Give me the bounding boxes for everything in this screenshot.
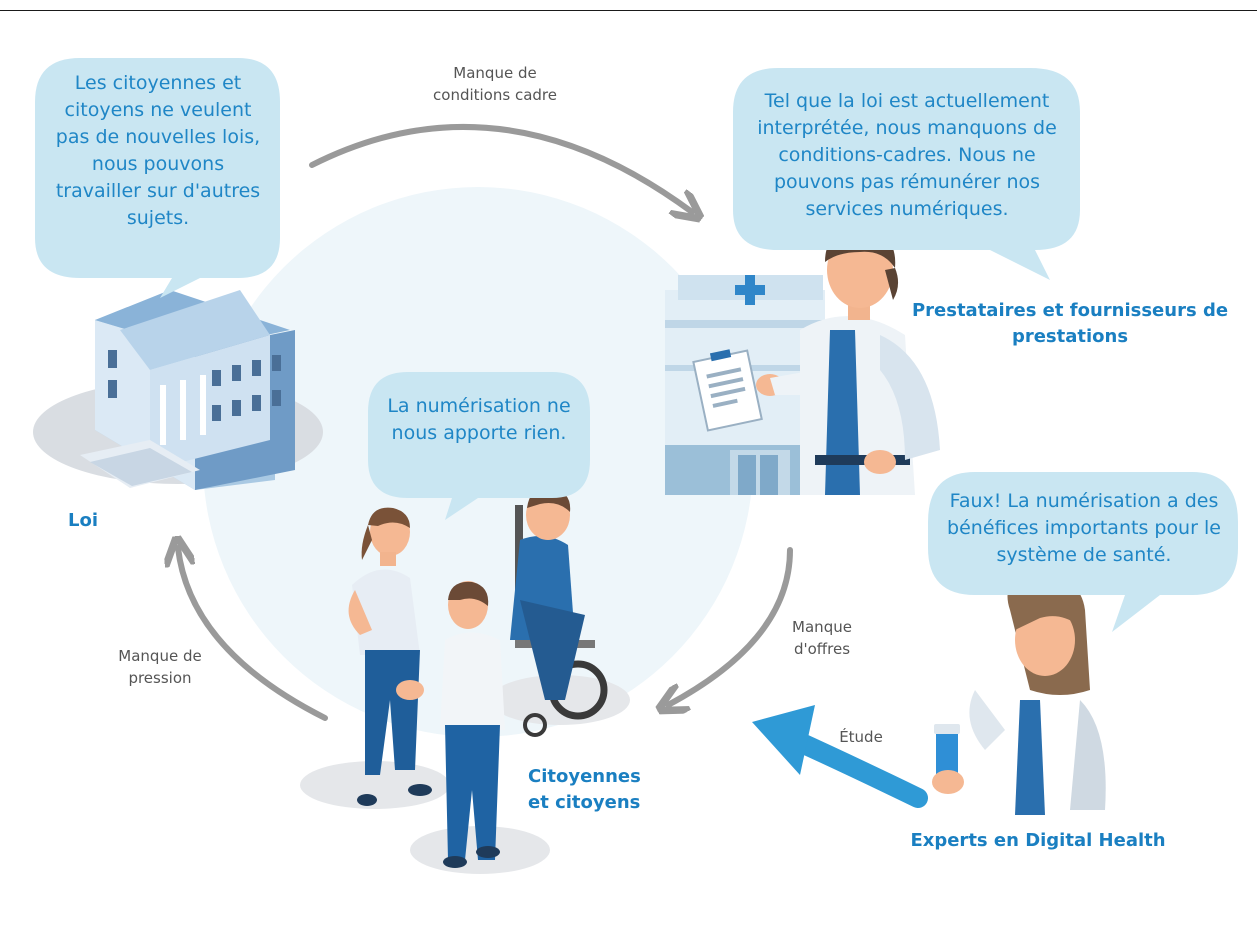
loi-building-illustration [33,290,323,490]
flow-label-right: Manque d'offres [792,618,852,658]
arrow-top [309,124,692,212]
actor-label-experts: Experts en Digital Health [910,830,1166,851]
actor-label-prestataires: Prestataires et fournisseurs de prestati… [911,300,1229,347]
flow-label-top: Manque de conditions cadre [433,64,557,104]
arrow-study [785,730,928,808]
flow-label-left: Manque de pression [118,647,202,687]
bubble-loi-text: Les citoyennes et citoyens ne veulent pa… [55,72,261,229]
expert-illustration [932,574,1110,815]
actor-label-loi: Loi [68,510,99,531]
top-rule [0,10,1257,11]
bubble-experts-text: Faux! La numérisation a des bénéfices im… [947,490,1221,566]
citizens-illustration [300,487,630,874]
bubble-prestataires-text: Tel que la loi est actuellement interpré… [757,90,1057,220]
bubble-prestataires [733,68,1080,280]
bubble-citoyens-text: La numérisation ne nous apporte rien. [387,395,571,444]
actor-label-citoyens: Citoyennes et citoyens [528,766,641,813]
flow-label-study: Étude [839,728,883,746]
arrow-left [178,548,328,721]
bubble-citoyens [368,372,590,520]
bubble-loi [35,58,280,298]
arrow-right [668,547,793,705]
bubble-experts [928,472,1238,632]
arrow-study-head [752,705,815,775]
